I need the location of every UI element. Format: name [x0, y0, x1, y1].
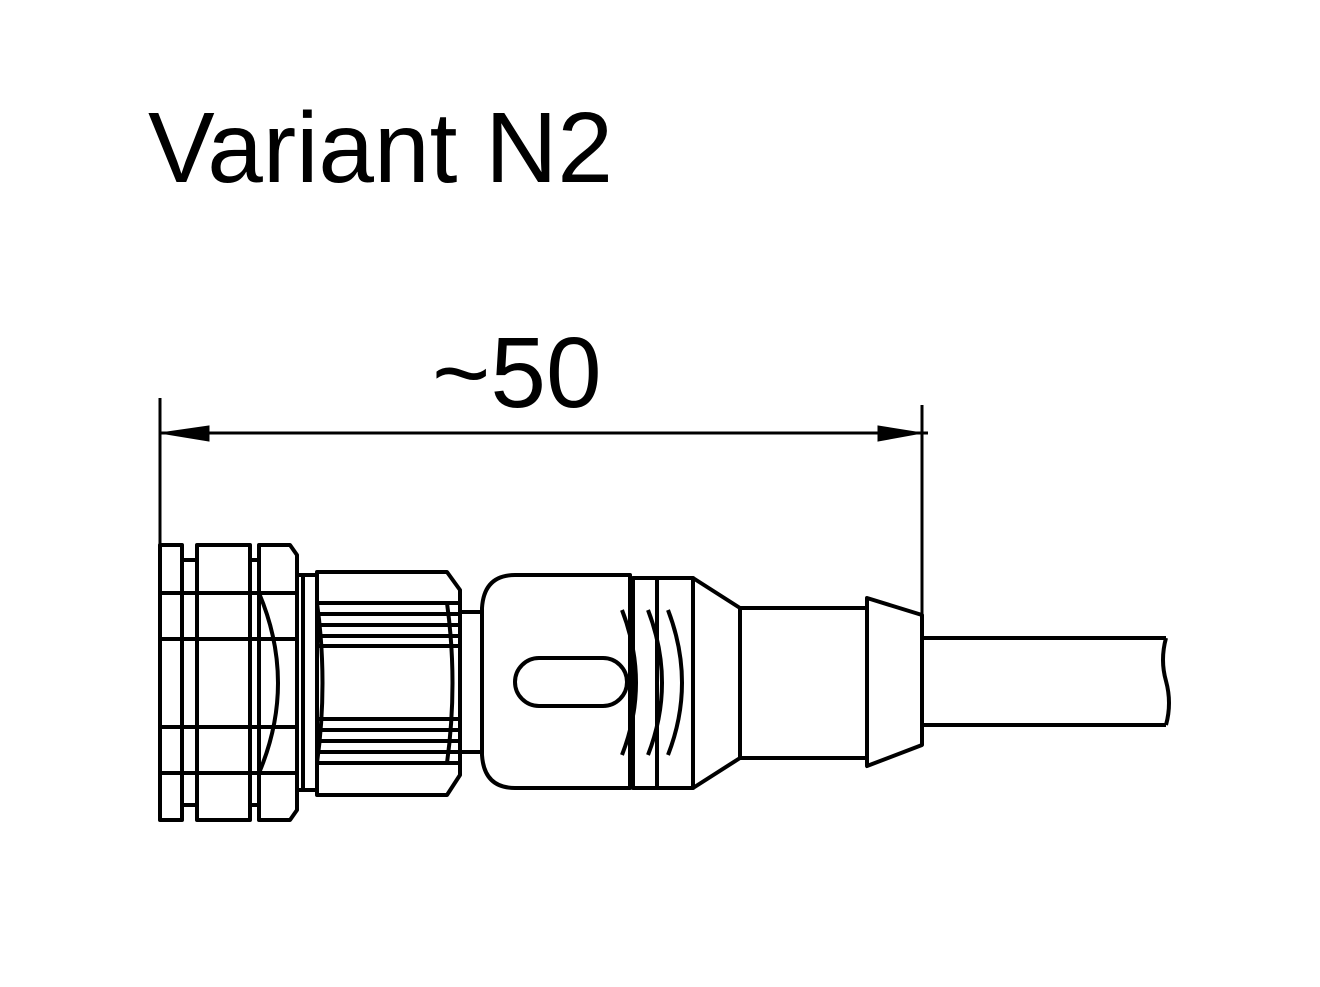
flange-nut — [158, 543, 299, 822]
dimension-label: ~50 — [432, 317, 602, 429]
dimension-line — [158, 398, 928, 615]
strain-relief — [738, 596, 924, 768]
cable — [922, 636, 1171, 727]
grip-slot — [513, 656, 629, 708]
connector — [158, 543, 1171, 822]
molded-body — [480, 573, 695, 790]
arrowhead-left — [159, 425, 210, 442]
drawing-title: Variant N2 — [148, 92, 613, 204]
coupling-nut — [297, 570, 462, 797]
arrowhead-right — [877, 425, 923, 442]
transition-cone — [691, 576, 742, 790]
